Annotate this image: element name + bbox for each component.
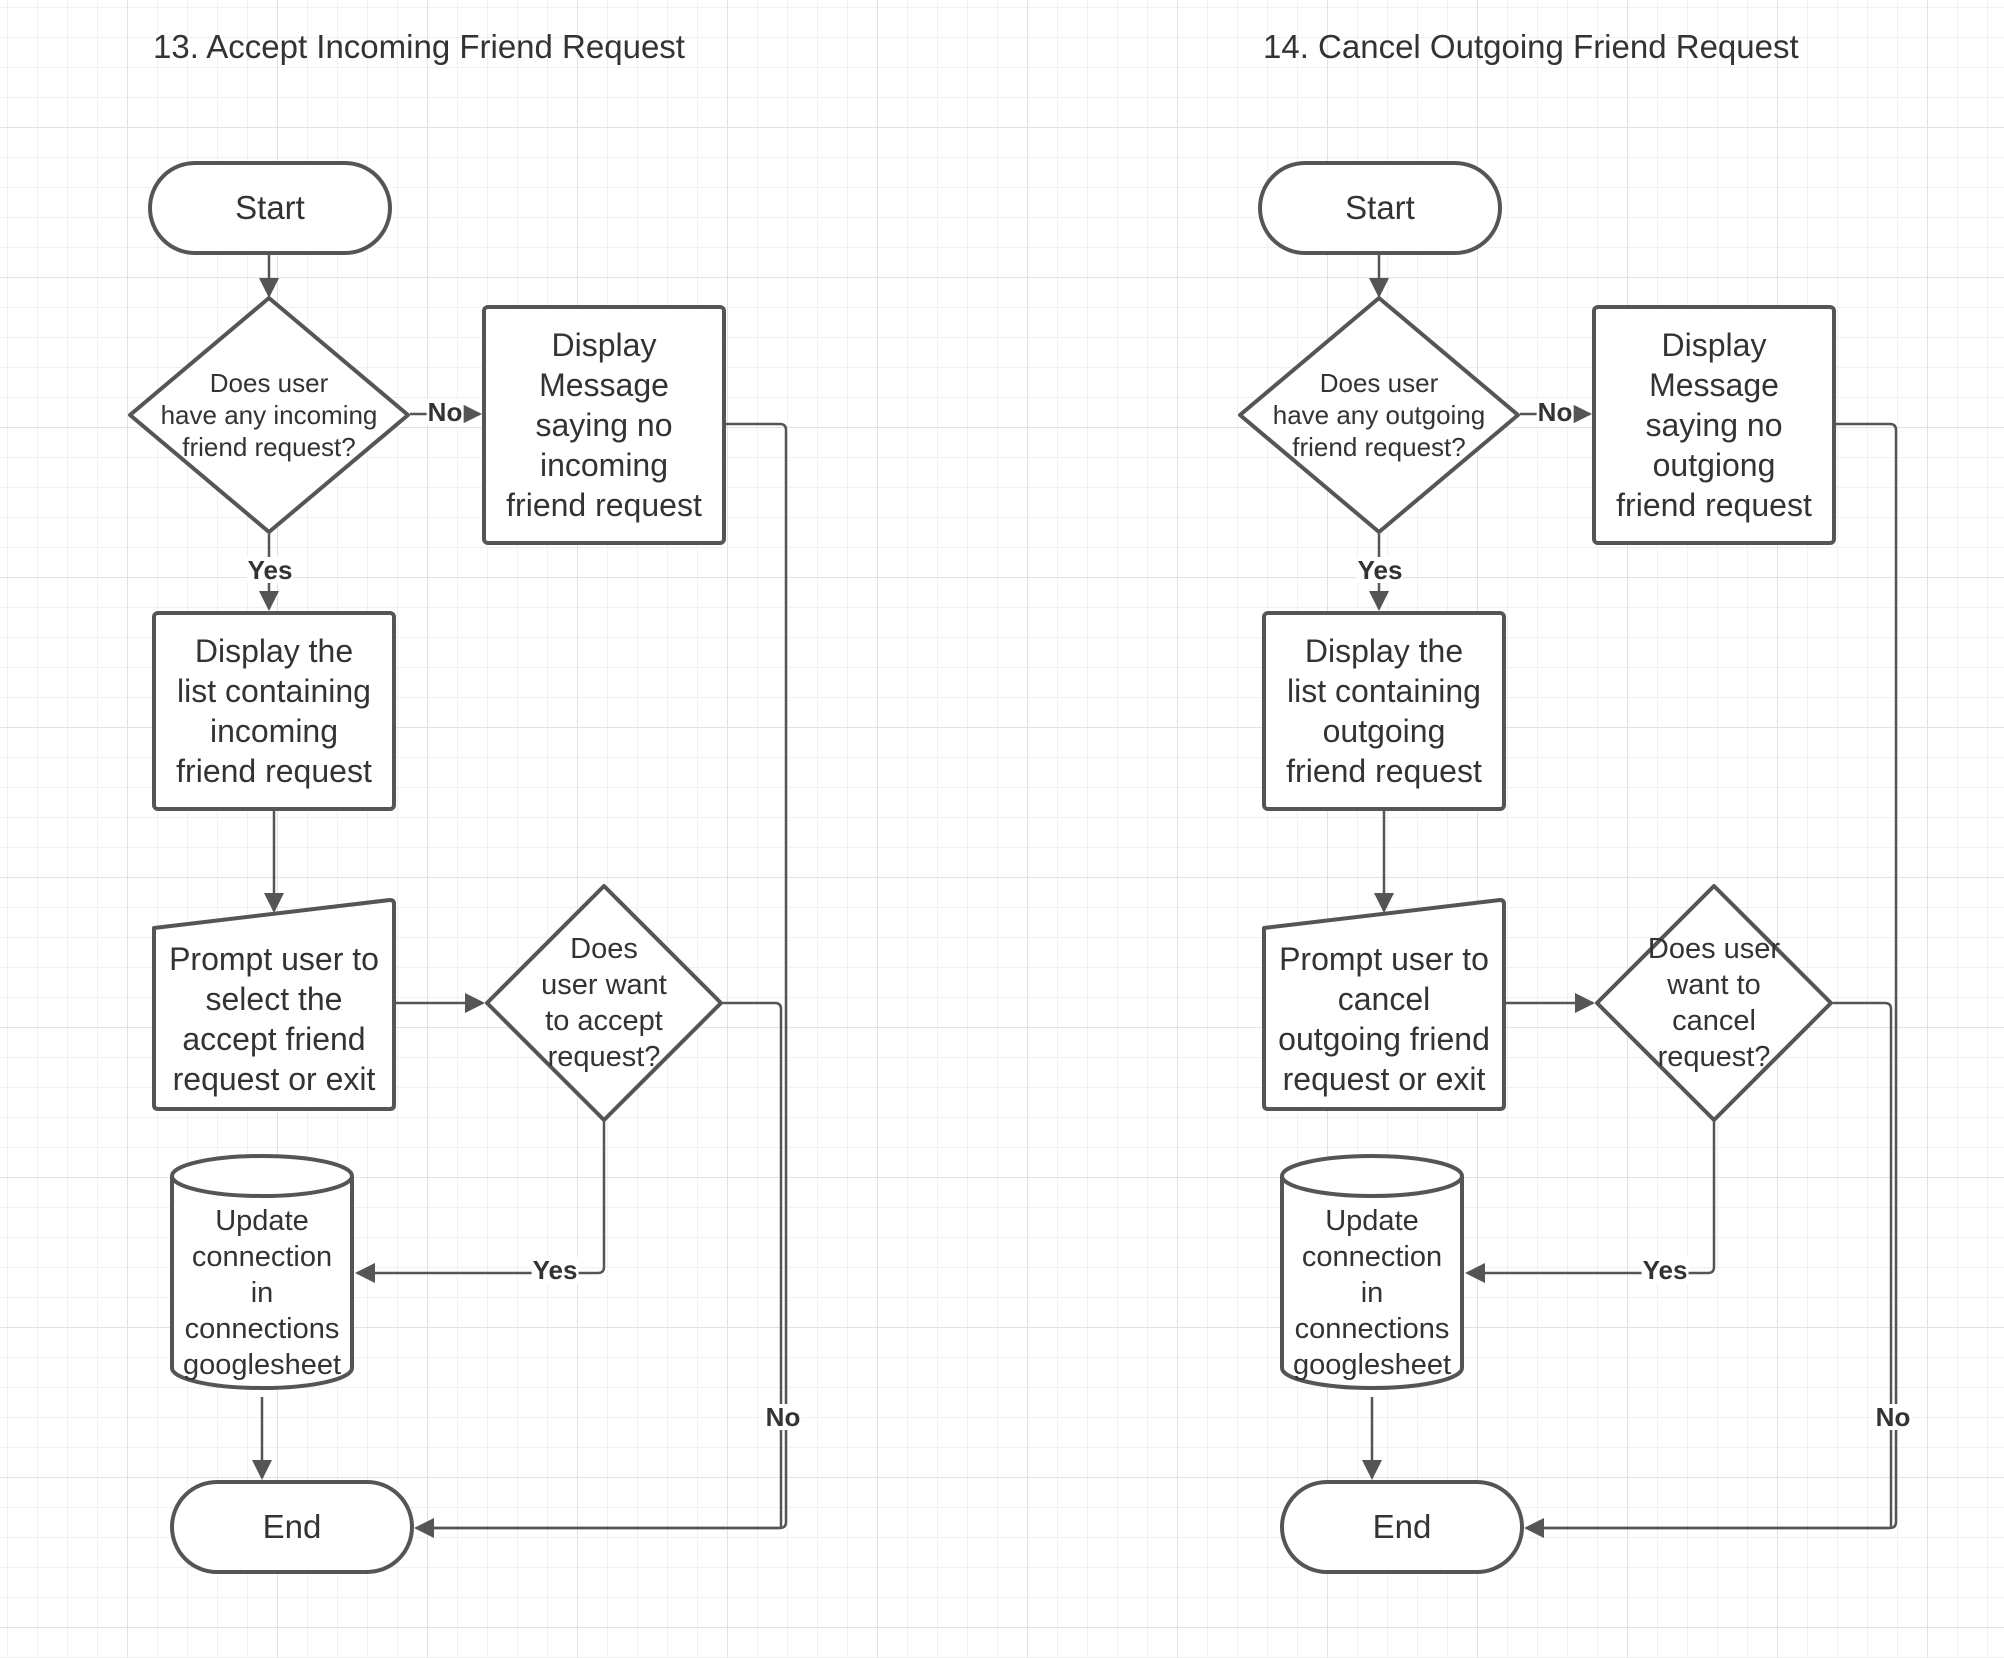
label-yes-decision-1: Yes (1356, 555, 1404, 585)
no-request-message-box (482, 305, 726, 545)
label-no-decision-1: No (426, 397, 464, 427)
database-cylinder-rim (1280, 1175, 1464, 1198)
database-cylinder-rim (170, 1175, 354, 1198)
edge-decision-2-yes (355, 1121, 606, 1283)
edge-decision-2-no (723, 1001, 783, 1528)
edge-decision-2-yes (1465, 1121, 1716, 1283)
start-terminal (148, 161, 392, 255)
edge-no-message-to-end (420, 422, 788, 1530)
database-cylinder-body (170, 1154, 354, 1390)
update-connection-label: Update connection in connections googles… (182, 1204, 342, 1381)
decision-2-label: Does user want to accept request? (541, 932, 667, 1073)
label-yes-decision-2: Yes (531, 1255, 579, 1285)
edge-no-message-to-end (1530, 422, 1898, 1530)
prompt-input-shape (1262, 898, 1506, 1111)
update-connection-label: Update connection in connections googles… (1292, 1204, 1452, 1381)
decision-2-label: Does user want to cancel request? (1647, 932, 1781, 1073)
display-list-box (1262, 611, 1506, 811)
label-no-decision-2: No (764, 1402, 802, 1432)
end-label: End (1372, 1508, 1432, 1545)
decision-1-label: Does user have any outgoing friend reque… (1272, 368, 1486, 462)
flow-title: 13. Accept Incoming Friend Request (153, 28, 685, 65)
label-no-decision-1: No (1536, 397, 1574, 427)
no-request-message-box (1592, 305, 1836, 545)
decision-1-diamond (1238, 296, 1520, 534)
prompt-label: Prompt user to select the accept friend … (169, 941, 379, 1097)
start-label: Start (235, 189, 305, 226)
database-cylinder-body (1280, 1154, 1464, 1390)
edge-decision-2-no (1833, 1001, 1893, 1528)
display-list-box (152, 611, 396, 811)
flow-title: 14. Cancel Outgoing Friend Request (1263, 28, 1799, 65)
start-terminal (1258, 161, 1502, 255)
decision-2-diamond (1595, 884, 1833, 1122)
prompt-input-shape (152, 898, 396, 1111)
end-terminal (170, 1480, 414, 1574)
end-label: End (262, 1508, 322, 1545)
display-list-label: Display the list containing incoming fri… (176, 633, 372, 789)
no-request-message-label: Display Message saying no outgiong frien… (1616, 327, 1812, 523)
decision-1-diamond (128, 296, 410, 534)
label-yes-decision-2: Yes (1641, 1255, 1689, 1285)
label-yes-decision-1: Yes (246, 555, 294, 585)
prompt-label: Prompt user to cancel outgoing friend re… (1278, 941, 1490, 1097)
label-no-decision-2: No (1874, 1402, 1912, 1432)
start-label: Start (1345, 189, 1415, 226)
decision-2-diamond (485, 884, 723, 1122)
display-list-label: Display the list containing outgoing fri… (1286, 633, 1482, 789)
no-request-message-label: Display Message saying no incoming frien… (506, 327, 702, 523)
end-terminal (1280, 1480, 1524, 1574)
decision-1-label: Does user have any incoming friend reque… (160, 368, 378, 462)
